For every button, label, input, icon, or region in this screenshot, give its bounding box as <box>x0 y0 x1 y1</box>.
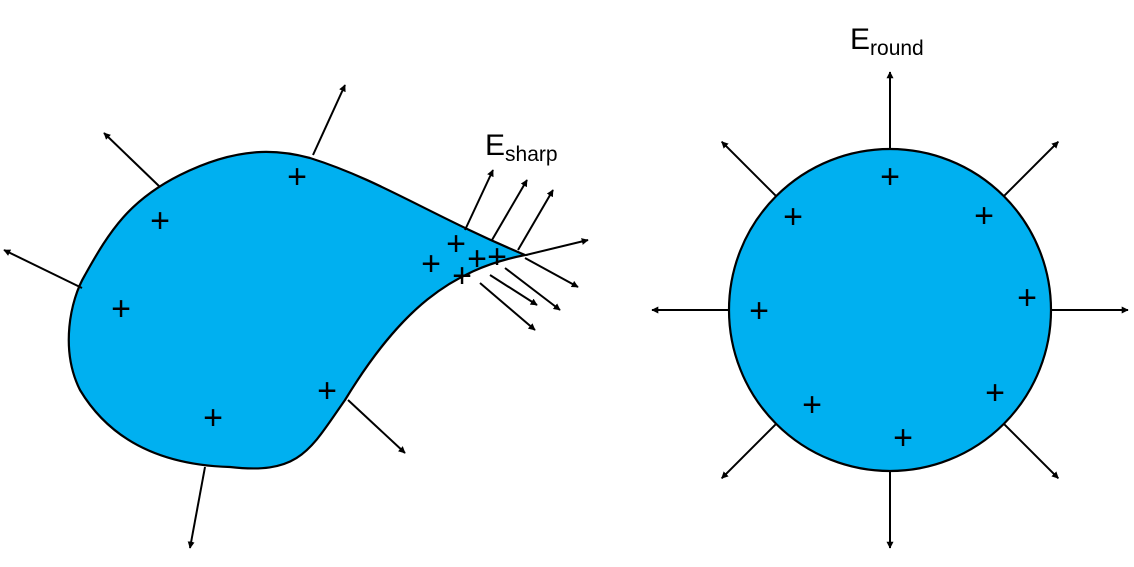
sharp-charge: + <box>203 399 223 437</box>
sharp-field-arrow <box>464 169 494 231</box>
sharp-charge: + <box>452 257 472 295</box>
round-charge: + <box>893 419 913 457</box>
sharp-conductor: ++++++++++ Esharp <box>3 84 589 549</box>
round-field-arrow <box>1003 423 1060 480</box>
sharp-field-label-sub: sharp <box>505 143 558 166</box>
sharp-charge: + <box>150 202 170 240</box>
round-charge: + <box>1017 279 1037 317</box>
round-field-label: Eround <box>850 23 924 60</box>
sharp-charge: + <box>467 240 487 278</box>
sharp-charge: + <box>487 238 507 276</box>
sharp-field-arrow <box>3 249 83 289</box>
sharp-field-arrow <box>524 257 579 288</box>
round-charge: + <box>985 374 1005 412</box>
sharp-charge: + <box>287 158 307 196</box>
sharp-charge: + <box>446 225 466 263</box>
round-field-arrow <box>1003 140 1060 197</box>
round-charge: + <box>749 292 769 330</box>
round-conductor-body <box>727 147 1053 473</box>
sharp-charge: + <box>421 245 441 283</box>
sharp-field-label-main: E <box>485 129 505 162</box>
sharp-charge: + <box>111 290 131 328</box>
round-charge: + <box>783 198 803 236</box>
sharp-field-arrow <box>525 238 589 256</box>
round-conductor: + + + + + + + + Eround <box>651 23 1129 549</box>
sharp-field-arrow <box>517 189 554 251</box>
sharp-field-arrow <box>489 274 538 306</box>
round-charge: + <box>802 386 822 424</box>
sharp-charge: + <box>317 372 337 410</box>
sharp-field-arrow <box>312 84 346 156</box>
sharp-field-arrow <box>504 267 561 311</box>
round-field-label-sub: round <box>870 37 924 60</box>
sharp-field-arrows <box>3 84 589 549</box>
round-charges: + + + + + + + + <box>749 158 1037 457</box>
round-field-label-main: E <box>850 23 870 56</box>
round-charge: + <box>974 197 994 235</box>
sharp-field-arrow <box>347 399 406 454</box>
round-field-arrow <box>720 423 777 480</box>
sharp-field-arrow <box>103 132 161 188</box>
round-field-arrows <box>651 71 1129 549</box>
sharp-conductor-body <box>67 150 529 470</box>
sharp-field-arrow <box>187 466 206 549</box>
sharp-field-arrow <box>491 179 528 241</box>
round-charge: + <box>880 158 900 196</box>
sharp-field-arrow <box>479 282 536 331</box>
round-field-arrow <box>720 140 777 197</box>
sharp-field-label: Esharp <box>485 129 558 166</box>
sharp-charges: ++++++++++ <box>111 158 507 437</box>
